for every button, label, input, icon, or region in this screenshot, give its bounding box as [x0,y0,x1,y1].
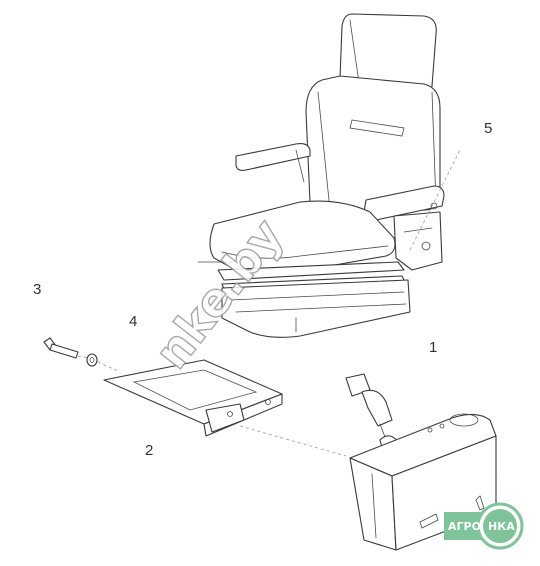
callout-4: 4 [129,313,137,330]
callout-3: 3 [33,281,41,298]
brand-text-right: НКА [488,520,515,533]
mounting-plate [103,359,347,457]
bolt [43,337,79,359]
callout-2: 2 [145,442,153,459]
brand-logo: АГРО НКА [444,502,524,550]
callout-5: 5 [484,120,492,137]
brand-text-left: АГРО [448,520,481,533]
seat-assembly [197,13,461,338]
washer [86,353,98,367]
callout-1: 1 [429,339,437,356]
